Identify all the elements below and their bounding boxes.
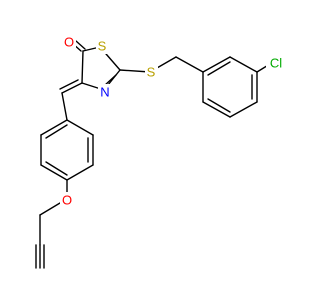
bond-c4-ch-inner — [59, 79, 79, 90]
n1-label-bg — [98, 84, 112, 100]
o2-label-bg — [60, 192, 74, 208]
bond-chlorophenyl-4 — [229, 101, 258, 118]
oxygen-ether-label: O — [62, 193, 72, 208]
molecule-structure-diagram: O S N S Cl O — [35, 34, 286, 269]
cl-label-bg — [266, 55, 286, 71]
bond-o2-ch2 — [39, 202, 61, 216]
bond-phenyl-inner-3 — [45, 124, 68, 139]
bond-chlorophenyl-1 — [202, 56, 231, 73]
sulfur-thioether-label: S — [147, 65, 156, 80]
bond-chlorophenyl-5 — [202, 101, 231, 118]
bond-phenyl-inner-2 — [45, 161, 68, 176]
bond-c5-o1-b — [75, 40, 86, 50]
chlorine-label: Cl — [270, 56, 282, 71]
oxygen-carbonyl-label: O — [64, 35, 74, 50]
o1-label-bg — [62, 34, 76, 50]
bond-phenyl-4 — [40, 164, 68, 181]
bond-chlorophenyl-inner-1 — [207, 61, 231, 76]
bond-ch-ring — [61, 92, 68, 121]
s2-label-bg — [145, 64, 158, 80]
bond-phenyl-1 — [66, 119, 94, 136]
bond-phenyl-6 — [40, 119, 68, 136]
bond-chlorophenyl-2 — [229, 56, 258, 73]
bond-ch2-ring — [175, 56, 204, 73]
nitrogen-label: N — [100, 85, 109, 100]
bond-phenyl-3 — [66, 164, 94, 181]
sulfur-ring-label: S — [98, 39, 107, 54]
bond-c4-ch — [61, 82, 83, 94]
atom-labels: O S N S Cl O — [60, 34, 286, 208]
bond-c4-c5 — [81, 50, 84, 84]
s1-label-bg — [96, 38, 109, 54]
bond-chlorophenyl-inner-3 — [207, 98, 231, 113]
